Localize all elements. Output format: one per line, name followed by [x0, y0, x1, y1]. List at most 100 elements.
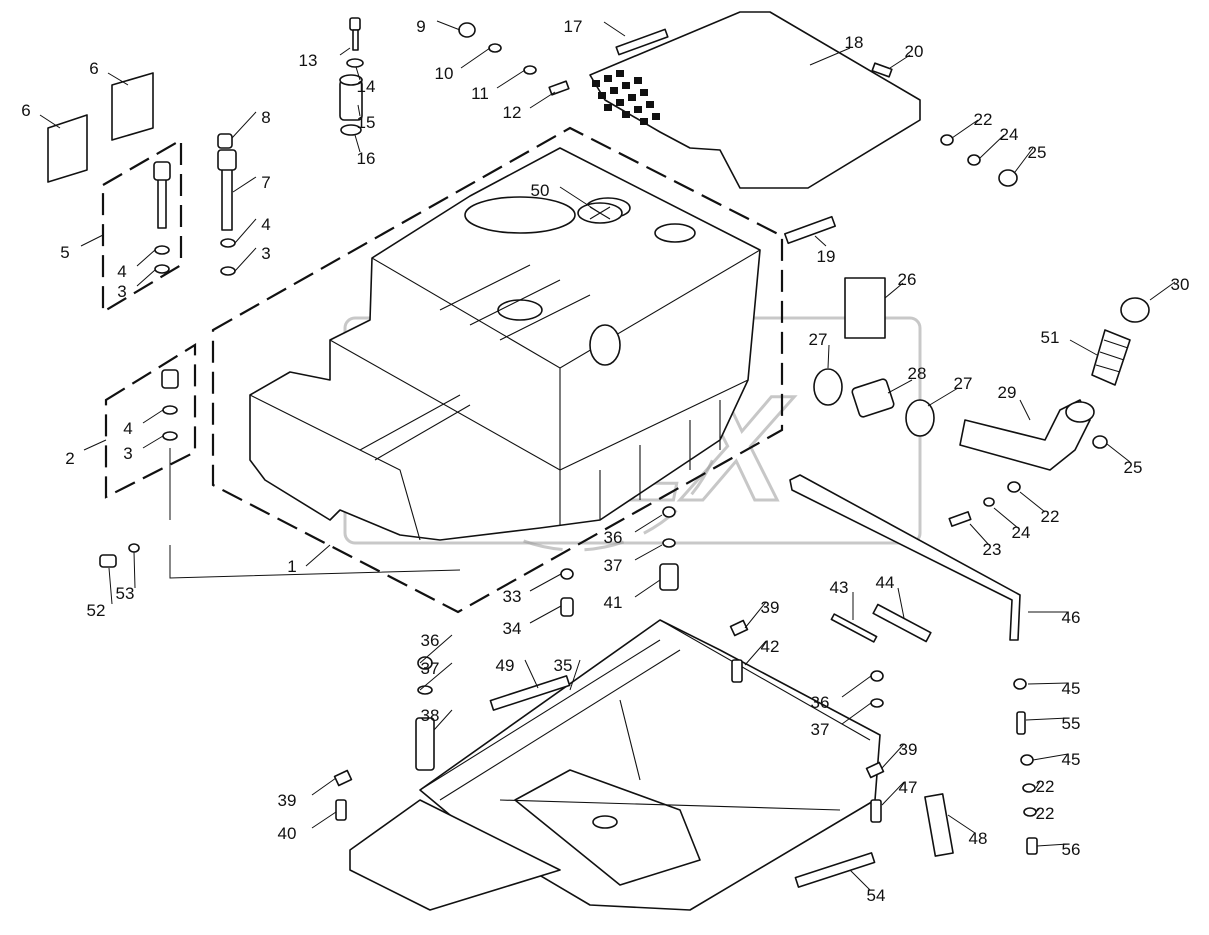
- sender-5: [153, 161, 171, 274]
- strip-54: [794, 852, 876, 888]
- callout-50: 50: [531, 181, 550, 200]
- callout-43: 43: [830, 578, 849, 597]
- callout-22a: 22: [974, 110, 993, 129]
- cover-plate-18: [589, 11, 921, 189]
- callout-55: 55: [1062, 714, 1081, 733]
- callout-7: 7: [261, 173, 270, 192]
- callout-39c: 39: [899, 740, 918, 759]
- label-6a: [47, 114, 88, 183]
- callout-33: 33: [503, 587, 522, 606]
- callout-36a: 36: [604, 528, 623, 547]
- fasteners-20-25: [871, 62, 1018, 187]
- callout-3a: 3: [117, 282, 126, 301]
- callout-39a: 39: [761, 598, 780, 617]
- callout-25a: 25: [1028, 143, 1047, 162]
- callout-45b: 45: [1062, 750, 1081, 769]
- callout-22d: 22: [1036, 804, 1055, 823]
- callout-14: 14: [357, 77, 376, 96]
- kit-2-box: [104, 343, 197, 499]
- callout-54: 54: [867, 886, 886, 905]
- callout-5: 5: [60, 243, 69, 262]
- callout-3c: 3: [123, 444, 132, 463]
- rod-46: [789, 474, 1038, 855]
- callout-18: 18: [845, 33, 864, 52]
- tank-assembly-box: [211, 126, 784, 614]
- strip-17: [615, 28, 669, 56]
- callout-8: 8: [261, 108, 270, 127]
- callout-36b: 36: [421, 631, 440, 650]
- strip-19: [783, 215, 837, 245]
- callout-4a: 4: [117, 262, 126, 281]
- callout-52: 52: [87, 601, 106, 620]
- callout-48: 48: [969, 829, 988, 848]
- callout-39b: 39: [278, 791, 297, 810]
- sender-7: [217, 133, 237, 276]
- drain-plug-52: [99, 543, 140, 568]
- callout-4c: 4: [123, 419, 132, 438]
- callout-29: 29: [998, 383, 1017, 402]
- callout-30: 30: [1171, 275, 1190, 294]
- callout-25b: 25: [1124, 458, 1143, 477]
- callout-6b: 6: [89, 59, 98, 78]
- callout-27b: 27: [954, 374, 973, 393]
- callout-19: 19: [817, 247, 836, 266]
- callout-28: 28: [908, 364, 927, 383]
- callout-47: 47: [899, 778, 918, 797]
- label-26: [844, 277, 886, 339]
- label-6b: [111, 72, 154, 141]
- callout-42: 42: [761, 637, 780, 656]
- callout-37c: 37: [811, 720, 830, 739]
- leader-lines: [39, 20, 1176, 891]
- callout-3b: 3: [261, 244, 270, 263]
- callout-34: 34: [503, 619, 522, 638]
- filler-assembly: [813, 297, 1150, 527]
- callout-10: 10: [435, 64, 454, 83]
- callout-45a: 45: [1062, 679, 1081, 698]
- callout-24a: 24: [1000, 125, 1019, 144]
- callout-56: 56: [1062, 840, 1081, 859]
- callout-22c: 22: [1036, 777, 1055, 796]
- strip-48: [924, 793, 954, 857]
- callout-24b: 24: [1012, 523, 1031, 542]
- callout-49: 49: [496, 656, 515, 675]
- callout-20: 20: [905, 42, 924, 61]
- callout-27a: 27: [809, 330, 828, 349]
- strip-49: [489, 675, 571, 711]
- strip-43: [830, 613, 878, 643]
- kit-5-box: [101, 138, 183, 314]
- callout-15: 15: [357, 113, 376, 132]
- callout-17: 17: [564, 17, 583, 36]
- callout-labels: 1233344456678910111213141516171819202222…: [21, 17, 1189, 905]
- callout-6a: 6: [21, 101, 30, 120]
- callout-12: 12: [503, 103, 522, 122]
- cradle-hardware: [333, 619, 885, 823]
- callout-40: 40: [278, 824, 297, 843]
- callout-46: 46: [1062, 608, 1081, 627]
- callout-9: 9: [416, 17, 425, 36]
- callout-37b: 37: [421, 659, 440, 678]
- callout-2: 2: [65, 449, 74, 468]
- callout-23: 23: [983, 540, 1002, 559]
- strip-44: [872, 603, 932, 643]
- callout-35: 35: [554, 656, 573, 675]
- callout-36c: 36: [811, 693, 830, 712]
- mount-hardware: [560, 506, 679, 617]
- callout-13: 13: [299, 51, 318, 70]
- callout-38: 38: [421, 706, 440, 725]
- plug-2: [161, 369, 179, 441]
- callout-37a: 37: [604, 556, 623, 575]
- callout-11: 11: [471, 84, 489, 103]
- callout-22b: 22: [1041, 507, 1060, 526]
- callout-4b: 4: [261, 215, 270, 234]
- callout-51: 51: [1041, 328, 1060, 347]
- callout-1: 1: [287, 557, 296, 576]
- callout-41: 41: [604, 593, 623, 612]
- callout-26: 26: [898, 270, 917, 289]
- callout-16: 16: [357, 149, 376, 168]
- callout-53: 53: [116, 584, 135, 603]
- cradle-35: [349, 619, 881, 911]
- bolt-13-16: [339, 17, 364, 136]
- callout-44: 44: [876, 573, 895, 592]
